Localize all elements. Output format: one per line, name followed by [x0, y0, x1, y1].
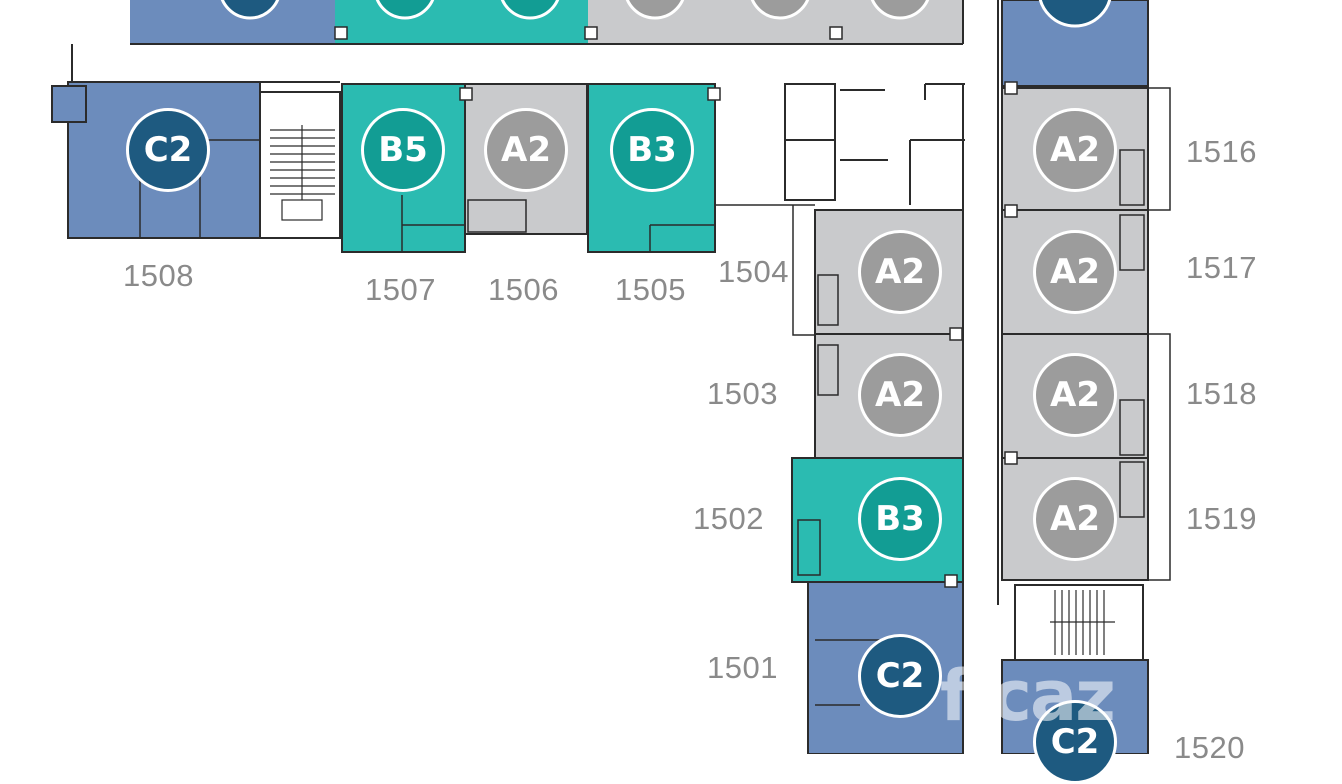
unit-type-badge-1516: A2 — [1033, 108, 1117, 192]
service-room — [909, 83, 965, 205]
unit-number-1505: 1505 — [615, 272, 686, 307]
unit-type-badge-1505: B3 — [610, 108, 694, 192]
unit-type-badge-1518: A2 — [1033, 353, 1117, 437]
unit-number-1506: 1506 — [488, 272, 559, 307]
unit-number-1516: 1516 — [1186, 134, 1257, 169]
unit-number-1503: 1503 — [707, 376, 778, 411]
unit-number-1518: 1518 — [1186, 376, 1257, 411]
badge-top-5 — [750, 0, 810, 20]
closet-1504 — [817, 274, 839, 326]
stair-treads — [1050, 590, 1115, 655]
bay-window-1508 — [51, 85, 87, 123]
watermark-logo: ficaz — [940, 655, 1116, 737]
unit-type-badge-1517: A2 — [1033, 230, 1117, 314]
unit-number-1520: 1520 — [1174, 730, 1245, 765]
closet-1519 — [1119, 461, 1145, 518]
unit-type-badge-1503: A2 — [858, 353, 942, 437]
badge-top-1 — [220, 0, 280, 20]
unit-number-1507: 1507 — [365, 272, 436, 307]
balcony-right — [1148, 87, 1171, 581]
corridor-wall — [71, 44, 340, 83]
unit-type-badge-1508: C2 — [126, 108, 210, 192]
unit-number-1501: 1501 — [707, 650, 778, 685]
corridor-wall — [715, 204, 815, 336]
closet-1518 — [1119, 399, 1145, 456]
badge-top-4 — [625, 0, 685, 20]
unit-number-1508: 1508 — [123, 258, 194, 293]
unit-number-1504: 1504 — [718, 254, 789, 289]
duct-markers — [334, 26, 1018, 588]
unit-number-1517: 1517 — [1186, 250, 1257, 285]
badge-top-2 — [375, 0, 435, 20]
unit-number-1502: 1502 — [693, 501, 764, 536]
unit-type-badge-1506: A2 — [484, 108, 568, 192]
unit-type-badge-1519: A2 — [1033, 477, 1117, 561]
badge-top-right — [1038, 0, 1112, 28]
stairwell-left — [259, 91, 341, 239]
unit-type-badge-1501: C2 — [858, 634, 942, 718]
badge-top-3 — [500, 0, 560, 20]
unit-number-1519: 1519 — [1186, 501, 1257, 536]
unit-type-badge-1502: B3 — [858, 477, 942, 561]
bath-1506 — [467, 199, 527, 233]
closet-1502 — [797, 519, 821, 576]
unit-type-badge-1507: B5 — [361, 108, 445, 192]
stair-treads — [270, 125, 335, 221]
badge-top-6 — [870, 0, 930, 20]
closet-1516 — [1119, 149, 1145, 206]
unit-type-badge-1504: A2 — [858, 230, 942, 314]
closet-1517 — [1119, 214, 1145, 271]
lift-core — [784, 83, 888, 201]
closet-1503 — [817, 344, 839, 396]
